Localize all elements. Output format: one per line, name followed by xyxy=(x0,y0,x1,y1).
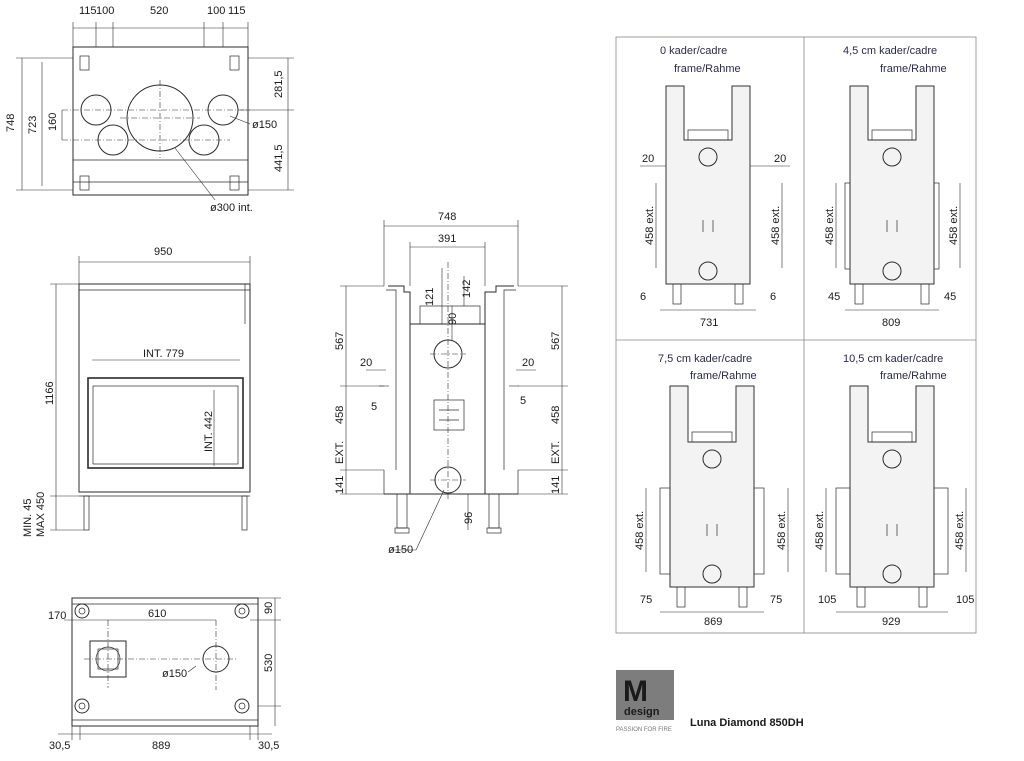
panel-10-5cm: 10,5 cm kader/cadre frame/Rahme 458 ext.… xyxy=(814,353,974,628)
panel-2-ext-left: 458 ext. xyxy=(634,511,646,550)
panel-1-title: 4,5 cm kader/cadre xyxy=(843,45,937,57)
brand-logo xyxy=(616,670,674,720)
panel-0-subtitle: frame/Rahme xyxy=(674,63,741,75)
side-dim-141-left: 141 xyxy=(334,476,346,494)
top-dim-520: 520 xyxy=(150,5,168,17)
top-dim-100-left: 100 xyxy=(96,5,114,17)
panel-0-side-right: 20 xyxy=(774,153,786,165)
side-dim-567-right: 567 xyxy=(550,332,562,350)
side-width-748: 748 xyxy=(438,211,456,223)
front-int-height: INT. 442 xyxy=(203,411,215,452)
panel-0-bottom-side-left: 6 xyxy=(640,291,646,303)
panel-2-bottom-side-right: 75 xyxy=(770,594,782,606)
top-dia-300: ø300 int. xyxy=(210,202,253,214)
side-dia-150: ø150 xyxy=(388,544,413,556)
top-view: 115 100 520 100 115 748 723 160 281,5 44… xyxy=(5,5,294,214)
top-dim-441: 441,5 xyxy=(273,144,285,172)
top-dia-150: ø150 xyxy=(252,119,277,131)
bottom-dia-150: ø150 xyxy=(162,668,187,680)
panel-7-5cm: 7,5 cm kader/cadre frame/Rahme 458 ext. … xyxy=(634,353,789,628)
panel-2-bottom-width: 869 xyxy=(704,616,722,628)
bottom-dim-170: 170 xyxy=(48,610,66,622)
panel-3-bottom-side-left: 105 xyxy=(818,594,836,606)
panel-0-ext-right: 458 ext. xyxy=(770,206,782,245)
side-dim-5-left: 5 xyxy=(371,401,377,413)
side-dim-20-right: 20 xyxy=(522,357,534,369)
frame-panels: 0 kader/cadre frame/Rahme 20 20 458 ext.… xyxy=(615,36,977,634)
panel-0-bottom-width: 731 xyxy=(700,317,718,329)
panel-3-subtitle: frame/Rahme xyxy=(880,370,947,382)
top-dim-115-left: 115 xyxy=(79,5,97,17)
panel-4-5cm: 4,5 cm kader/cadre frame/Rahme 458 ext. … xyxy=(824,45,961,329)
side-ext-right: EXT. xyxy=(550,441,562,464)
panel-0-title: 0 kader/cadre xyxy=(660,45,727,57)
brand-logo-word: design xyxy=(624,706,660,718)
brand-logo-letter: M xyxy=(623,675,648,708)
panel-1-subtitle: frame/Rahme xyxy=(880,63,947,75)
brand-block: M design PASSION FOR FIRE Luna Diamond 8… xyxy=(616,670,804,733)
bottom-dim-889: 889 xyxy=(152,740,170,752)
side-dim-121: 121 xyxy=(424,288,436,306)
side-dim-458-right: 458 xyxy=(550,406,562,424)
panel-0-side-left: 20 xyxy=(642,153,654,165)
brand-tagline: PASSION FOR FIRE xyxy=(616,727,672,733)
bottom-view: 170 610 90 530 ø150 30,5 889 30,5 xyxy=(48,597,281,752)
panel-1-bottom-width: 809 xyxy=(882,317,900,329)
bottom-dim-30-left: 30,5 xyxy=(49,740,70,752)
top-dim-723: 723 xyxy=(27,116,39,134)
panel-0-bottom-side-right: 6 xyxy=(770,291,776,303)
panel-3-title: 10,5 cm kader/cadre xyxy=(843,353,943,365)
top-dim-160: 160 xyxy=(47,113,59,131)
side-dim-458-left: 458 xyxy=(334,406,346,424)
panel-3-ext-right: 458 ext. xyxy=(954,511,966,550)
bottom-dim-530: 530 xyxy=(263,654,275,672)
panel-2-subtitle: frame/Rahme xyxy=(690,370,757,382)
side-dim-90: 90 xyxy=(447,313,459,325)
panel-3-ext-left: 458 ext. xyxy=(814,511,826,550)
front-max-450: MAX 450 xyxy=(35,492,47,537)
panel-1-ext-right: 458 ext. xyxy=(948,206,960,245)
front-min-45: MIN. 45 xyxy=(22,498,34,537)
side-dim-567-left: 567 xyxy=(334,332,346,350)
side-dim-142: 142 xyxy=(461,280,473,298)
panel-0cm: 0 kader/cadre frame/Rahme 20 20 458 ext.… xyxy=(640,45,790,329)
product-name: Luna Diamond 850DH xyxy=(690,717,804,729)
side-dim-141-right: 141 xyxy=(550,476,562,494)
panel-2-title: 7,5 cm kader/cadre xyxy=(658,353,752,365)
panel-1-bottom-side-right: 45 xyxy=(944,291,956,303)
panel-1-ext-left: 458 ext. xyxy=(824,206,836,245)
side-dim-5-right: 5 xyxy=(520,395,526,407)
front-view: 950 INT. 779 INT. 442 1166 MIN. 45 MAX 4… xyxy=(22,246,251,537)
side-width-391: 391 xyxy=(438,233,456,245)
front-height-1166: 1166 xyxy=(44,381,56,405)
top-dim-115-right: 115 xyxy=(228,5,246,17)
side-ext-left: EXT. xyxy=(334,441,346,464)
side-dim-20-left: 20 xyxy=(360,357,372,369)
panel-2-ext-right: 458 ext. xyxy=(776,511,788,550)
panel-2-bottom-side-left: 75 xyxy=(640,594,652,606)
top-dim-281: 281,5 xyxy=(273,70,285,98)
panel-3-bottom-width: 929 xyxy=(882,616,900,628)
side-dim-96: 96 xyxy=(463,512,475,524)
panel-1-bottom-side-left: 45 xyxy=(828,291,840,303)
side-view: 748 391 121 142 90 xyxy=(334,211,568,556)
panel-3-bottom-side-right: 105 xyxy=(956,594,974,606)
top-dim-748: 748 xyxy=(5,114,17,132)
bottom-dim-90: 90 xyxy=(263,602,275,614)
panel-0-ext-left: 458 ext. xyxy=(644,206,656,245)
bottom-dim-610: 610 xyxy=(148,608,166,620)
front-int-width: INT. 779 xyxy=(143,348,184,360)
top-dim-100-right: 100 xyxy=(207,5,225,17)
bottom-dim-30-right: 30,5 xyxy=(258,740,279,752)
front-width-950: 950 xyxy=(154,246,172,258)
